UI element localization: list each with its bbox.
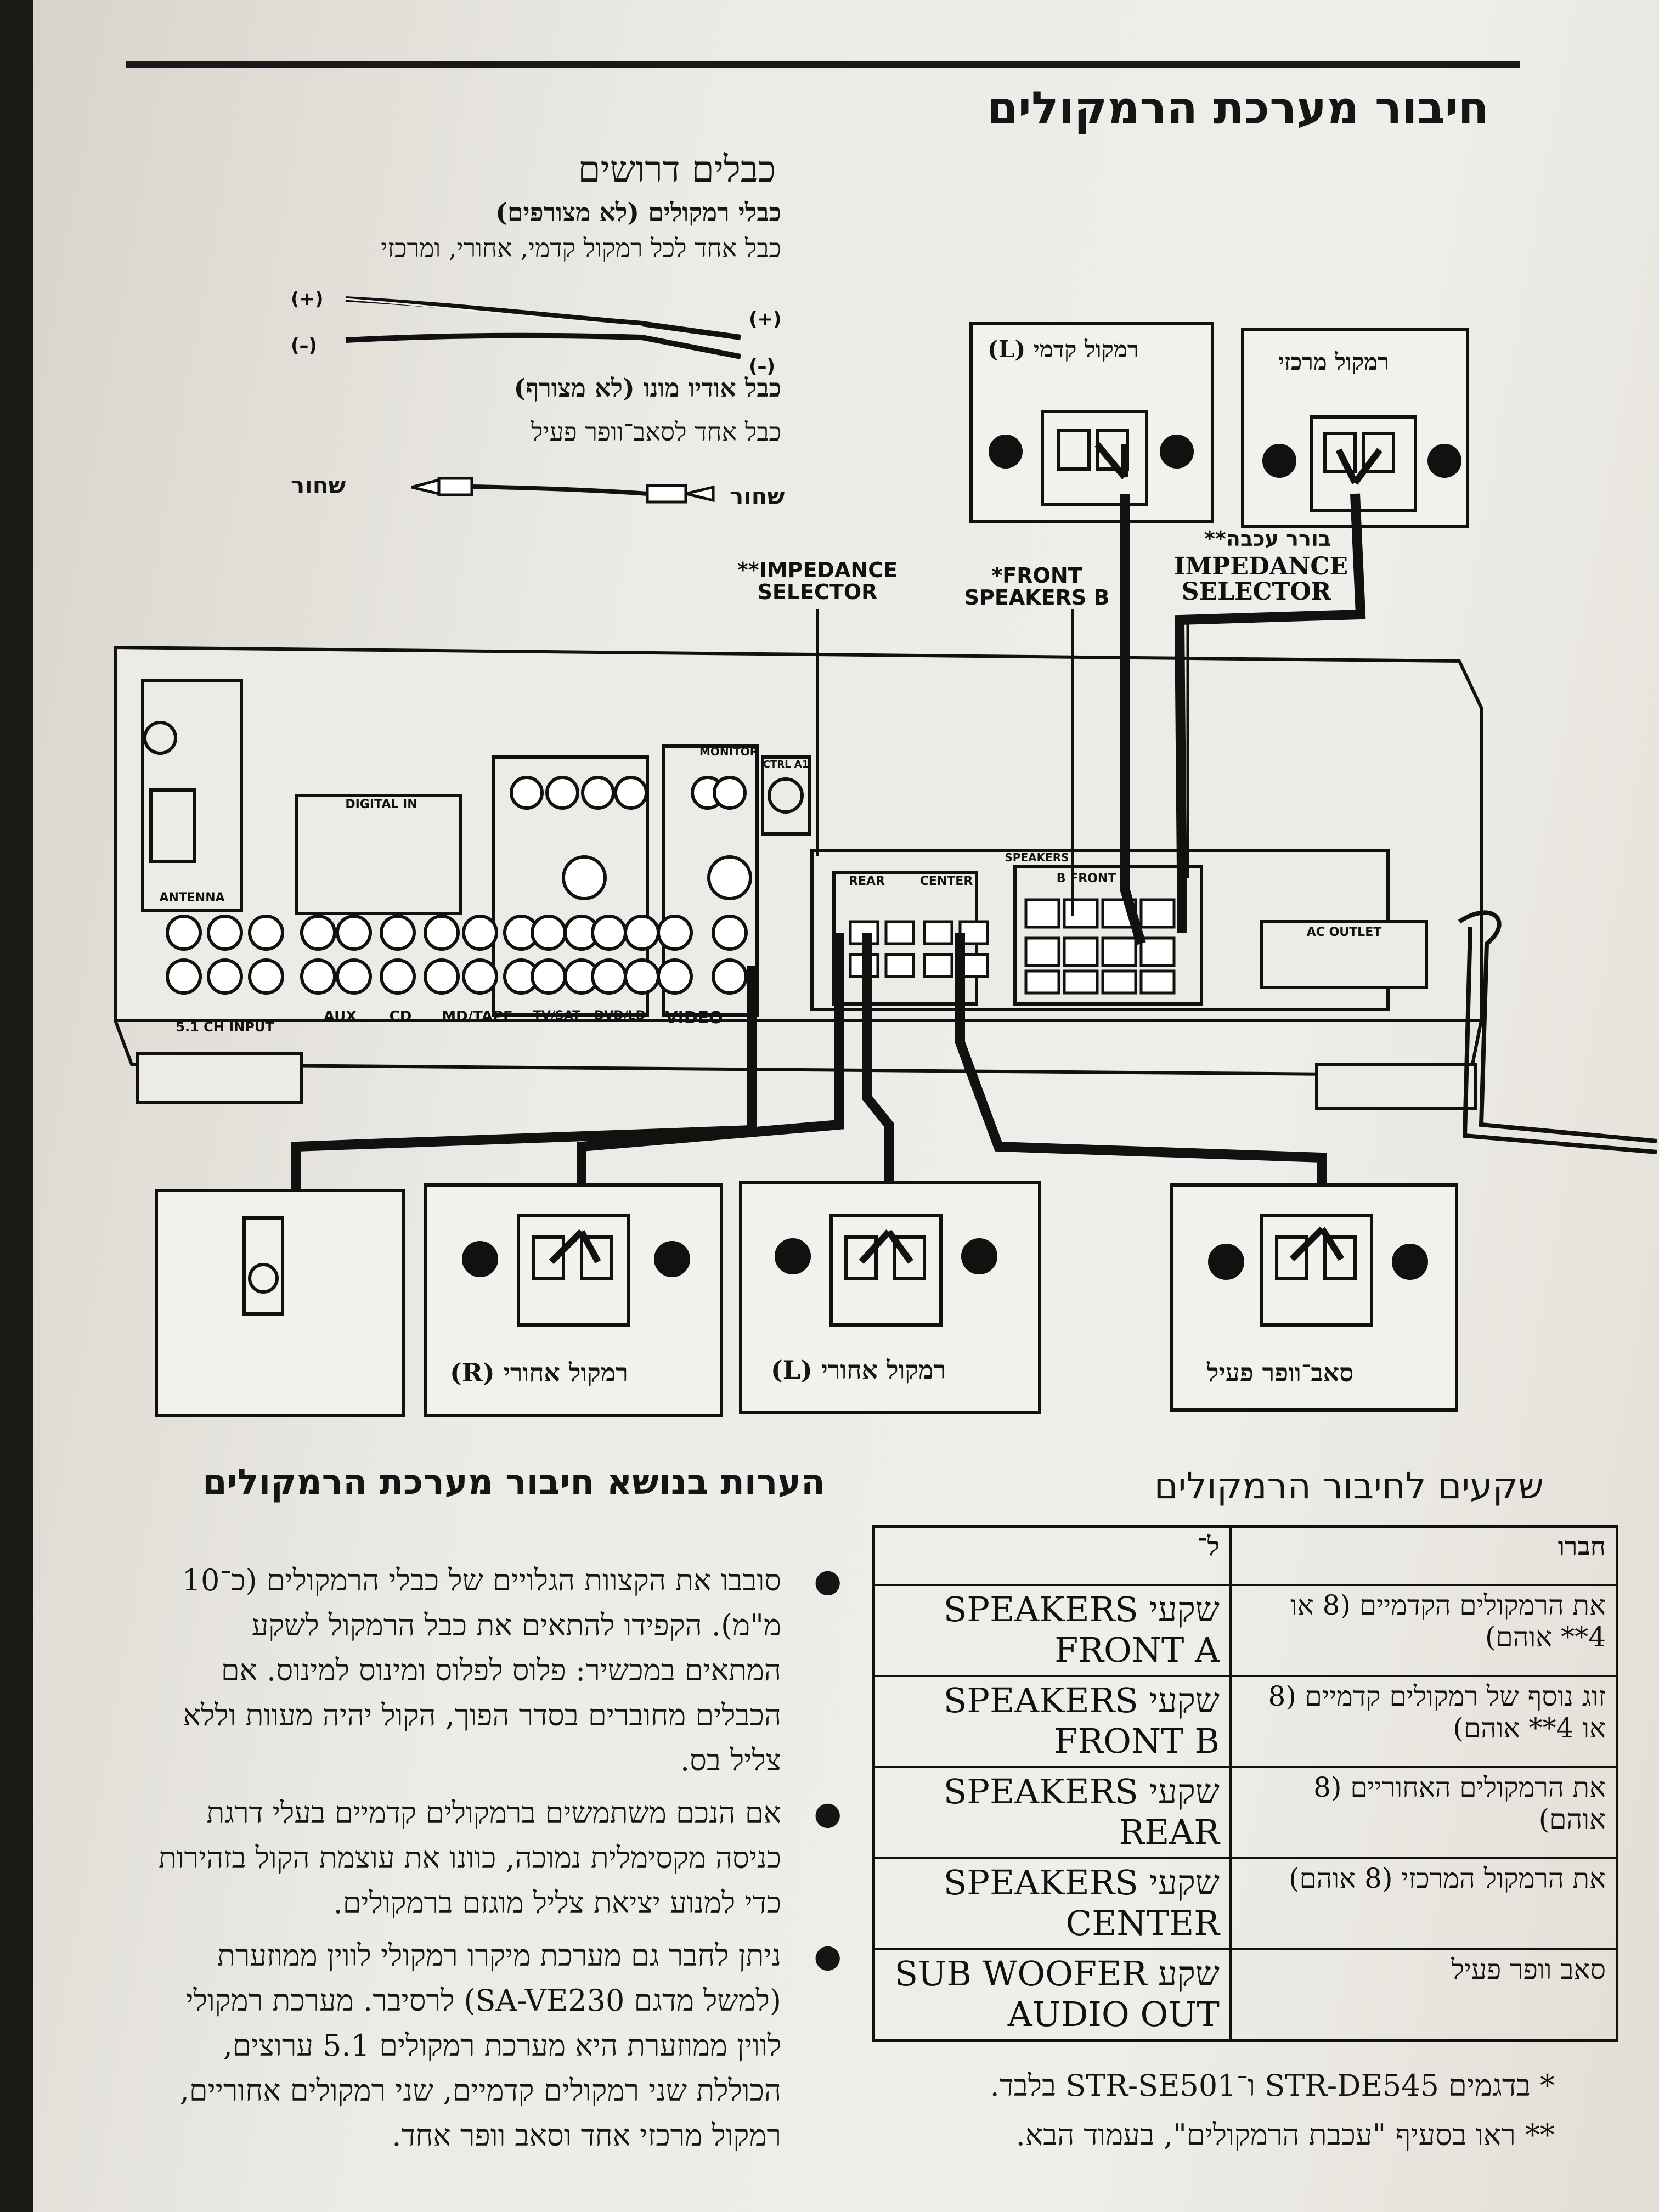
subwoofer-box <box>1170 1183 1458 1412</box>
minus-label-left: (–) <box>291 335 318 357</box>
front-terminal-label: B FRONT <box>1056 872 1116 885</box>
rear-speaker-l-box <box>739 1181 1041 1414</box>
rear-speaker-l-label: רמקול אחורי (L) <box>771 1355 946 1385</box>
connections-table: ל־ חברו שקעי SPEAKERS FRONT A את הרמקולי… <box>872 1525 1618 2042</box>
subwoofer-input-box <box>155 1189 405 1417</box>
table-header-what: חברו <box>1229 1525 1618 1586</box>
table-cell-what: את הרמקולים הקדמיים (8 או 4** אוהם) <box>1229 1584 1618 1677</box>
connections-title: שקעים לחיבור הרמקולים <box>1154 1465 1544 1507</box>
speakers-panel-label: SPEAKERS <box>1005 851 1069 864</box>
top-rule <box>126 61 1520 68</box>
table-header-row: ל־ חברו <box>872 1525 1618 1586</box>
black-label-right: שחור <box>730 483 785 510</box>
list-item: ● סובבו את הקצוות הגלויים של כבלי הרמקול… <box>156 1558 842 1783</box>
audio-cable-illustration <box>411 477 715 504</box>
table-row: שקעי SPEAKERS FRONT A את הרמקולים הקדמיי… <box>872 1584 1618 1677</box>
receiver-back-panel <box>114 645 1483 1110</box>
table-row: שקע SUB WOOFER AUDIO OUT סאב וופר פעיל <box>872 1948 1618 2042</box>
black-label-left: שחור <box>291 472 346 499</box>
table-header-to: ל־ <box>872 1525 1232 1586</box>
note-text: אם הנכם משתמשים ברמקולים קדמיים בעלי דרג… <box>158 1796 781 1920</box>
ctrl-label: CTRL A1 <box>763 759 809 770</box>
tv-sat-label: TV/SAT <box>533 1009 581 1023</box>
table-cell-to: שקעי SPEAKERS CENTER <box>872 1857 1232 1950</box>
plus-label-left: (+) <box>291 288 324 310</box>
table-row: שקעי SPEAKERS FRONT B זוג נוסף של רמקולי… <box>872 1675 1618 1768</box>
bullet-icon: ● <box>814 1562 842 1599</box>
terminal-wire-forks <box>549 442 1383 1265</box>
rear-speaker-r-box <box>424 1183 723 1417</box>
page-title: חיבור מערכת הרמקולים <box>986 82 1489 134</box>
cd-label: CD <box>389 1008 412 1025</box>
bullet-icon: ● <box>814 1795 842 1832</box>
monitor-label: MONITOR <box>699 745 759 758</box>
table-cell-to: שקע SUB WOOFER AUDIO OUT <box>872 1948 1232 2042</box>
manual-page: חיבור מערכת הרמקולים כבלים דרושים כבלי ר… <box>33 0 1659 2212</box>
power-cord <box>1458 910 1657 1154</box>
speaker-cable-description: כבל אחד לכל רמקול קדמי, אחורי, ומרכזי <box>381 233 781 263</box>
leader-lines <box>816 609 1189 916</box>
table-cell-to: שקעי SPEAKERS REAR <box>872 1766 1232 1859</box>
speaker-cable-heading: כבלי רמקולים (לא מצורפים) <box>495 198 781 227</box>
table-cell-what: סאב וופר פעיל <box>1229 1948 1618 2042</box>
aux-label: AUX <box>323 1008 357 1025</box>
subwoofer-label: סאב־וופר פעיל <box>1207 1358 1354 1387</box>
input-jacks <box>166 776 752 995</box>
notes-list: ● סובבו את הקצוות הגלויים של כבלי הרמקול… <box>156 1558 842 2166</box>
center-terminal-label: CENTER <box>919 874 973 888</box>
required-cables-title: כבלים דרושים <box>578 148 776 190</box>
ac-outlet-label: AC OUTLET <box>1306 926 1382 939</box>
list-item: ● ניתן לחבר גם מערכת מיקרו רמקולי לווין … <box>156 1933 842 2158</box>
front-speaker-l-label: רמקול קדמי (L) <box>988 336 1139 363</box>
dvd-label: DVD/LD <box>594 1009 646 1023</box>
footnote-impedance: ** ראו בסעיף "עכבת הרמקולים", בעמוד הבא. <box>1015 2118 1555 2152</box>
table-cell-what: זוג נוסף של רמקולים קדמיים (8 או 4** אוה… <box>1229 1675 1618 1768</box>
rear-speaker-r-label: רמקול אחורי (R) <box>450 1358 628 1387</box>
minus-label-right: (–) <box>749 356 776 377</box>
table-cell-what: את הרמקולים האחוריים (8 אוהם) <box>1229 1766 1618 1859</box>
impedance-selector-right-label: IMPEDANCE SELECTOR <box>1174 552 1348 606</box>
note-text: ניתן לחבר גם מערכת מיקרו רמקולי לווין ממ… <box>179 1938 781 2153</box>
front-speakers-b-label: *FRONT SPEAKERS B <box>964 563 1110 610</box>
plus-label-right: (+) <box>749 308 782 330</box>
table-row: שקעי SPEAKERS REAR את הרמקולים האחוריים … <box>872 1766 1618 1859</box>
input-51-label: 5.1 CH INPUT <box>176 1019 274 1035</box>
center-speaker-label: רמקול מרכזי <box>1278 348 1389 375</box>
speaker-cable-illustration <box>345 296 741 359</box>
front-speaker-l-box <box>969 322 1214 523</box>
table-cell-to: שקעי SPEAKERS FRONT B <box>872 1675 1232 1768</box>
footnote-models: * בדגמים STR-DE545 ו־STR-SE501 בלבד. <box>990 2068 1555 2103</box>
antenna-label: ANTENNA <box>159 891 225 905</box>
bullet-icon: ● <box>814 1937 842 1974</box>
md-tape-label: MD/TAPE <box>442 1008 513 1025</box>
digital-in-label: DIGITAL IN <box>345 798 417 811</box>
list-item: ● אם הנכם משתמשים ברמקולים קדמיים בעלי ד… <box>156 1791 842 1926</box>
impedance-selector-left-label: **IMPEDANCE SELECTOR <box>737 558 898 604</box>
video-label: VIDEO <box>665 1008 723 1028</box>
audio-cable-heading: כבל אודיו מונו (לא מצורף) <box>514 373 781 403</box>
table-row: שקעי SPEAKERS CENTER את הרמקול המרכזי (8… <box>872 1857 1618 1950</box>
notes-title: הערות בנושא חיבור מערכת הרמקולים <box>202 1462 825 1503</box>
audio-cable-description: כבל אחד לסאב־וופר פעיל <box>531 417 781 447</box>
table-cell-to: שקעי SPEAKERS FRONT A <box>872 1584 1232 1677</box>
table-cell-what: את הרמקול המרכזי (8 אוהם) <box>1229 1857 1618 1950</box>
rear-terminal-label: REAR <box>849 874 885 888</box>
connection-diagram <box>114 296 1657 1417</box>
note-text: סובבו את הקצוות הגלויים של כבלי הרמקולים… <box>182 1563 781 1778</box>
impedance-hebrew-label: בורר עכבה** <box>1204 527 1331 551</box>
